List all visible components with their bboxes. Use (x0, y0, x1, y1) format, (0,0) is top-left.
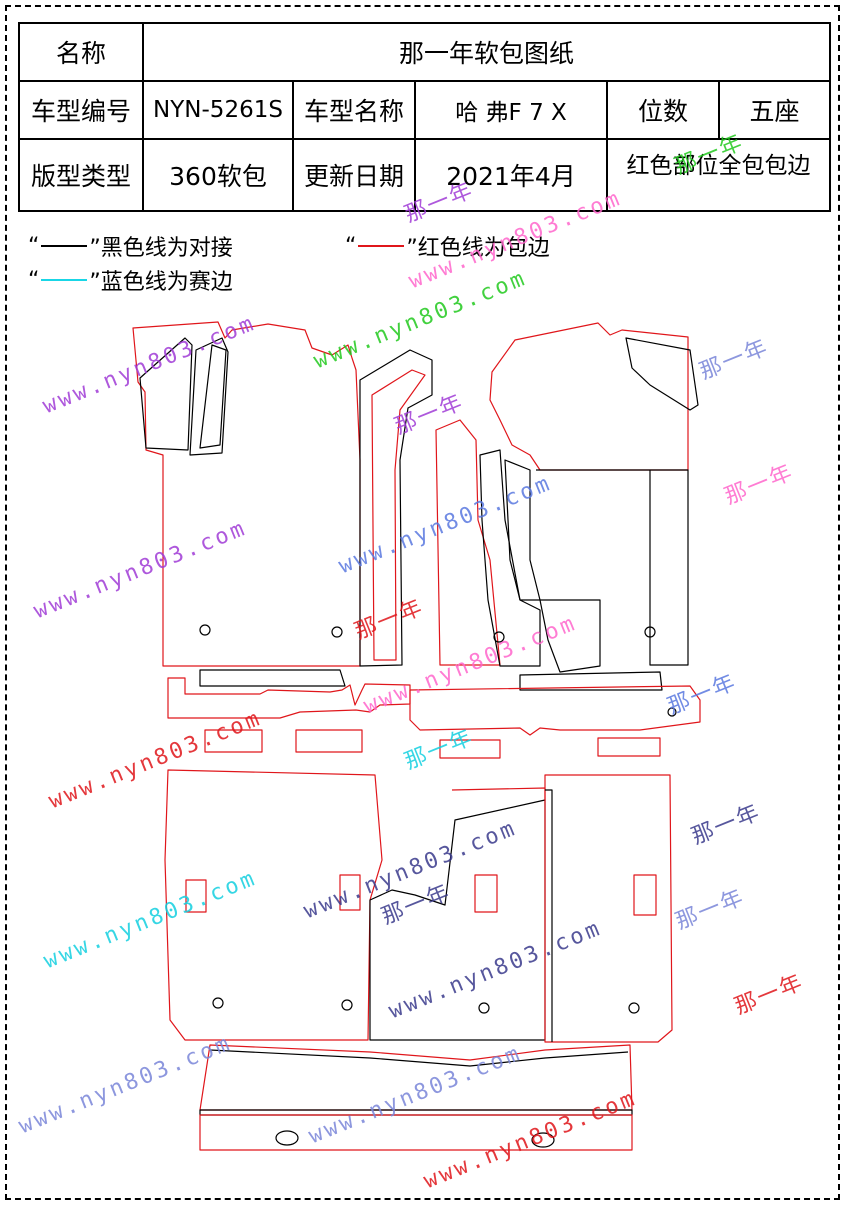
note-value: 红色部位全包包边 (605, 138, 832, 212)
front-left-sill (167, 669, 411, 753)
spec-table: 名称 那一年软包图纸 车型编号 NYN-5261S 车型名称 哈 弗F 7 X … (18, 22, 832, 212)
drawing-title: 那一年软包图纸 (141, 22, 832, 82)
legend-blue: “ ”蓝色线为赛边 (28, 264, 233, 296)
legend-black: “ ”黑色线为对接 (28, 230, 233, 262)
model-code-label: 车型编号 (18, 80, 144, 140)
legend-blue-quote: “ (28, 267, 40, 293)
legend-blue-text: ”蓝色线为赛边 (89, 270, 233, 295)
front-right-mat (435, 322, 699, 673)
type-label: 版型类型 (18, 138, 144, 212)
legend-red-quote: “ (345, 233, 357, 259)
rear-cross-piece (199, 1044, 633, 1151)
model-name: 哈 弗F 7 X (414, 80, 608, 140)
page-border (5, 5, 840, 1200)
name-label: 名称 (18, 22, 144, 82)
date-value: 2021年4月 (414, 138, 608, 212)
legend-black-swatch (41, 245, 88, 247)
model-name-label: 车型名称 (292, 80, 416, 140)
date-label: 更新日期 (292, 138, 416, 212)
seats-value: 五座 (717, 80, 832, 140)
rear-left-mat (164, 769, 383, 1041)
legend-blue-swatch (41, 279, 88, 281)
rear-right-mat (544, 774, 673, 1043)
legend-red-swatch (358, 245, 405, 247)
legend-black-quote: “ (28, 233, 40, 259)
model-code: NYN-5261S (142, 80, 294, 140)
front-right-sill (409, 671, 701, 759)
center-tunnel-piece (359, 349, 433, 667)
legend-red: “ ”红色线为包边 (345, 230, 550, 262)
legend-red-text: ”红色线为包边 (406, 236, 550, 261)
front-left-mat (132, 321, 361, 667)
type-value: 360软包 (142, 138, 294, 212)
seats-label: 位数 (606, 80, 720, 140)
legend-black-text: ”黑色线为对接 (89, 236, 233, 261)
